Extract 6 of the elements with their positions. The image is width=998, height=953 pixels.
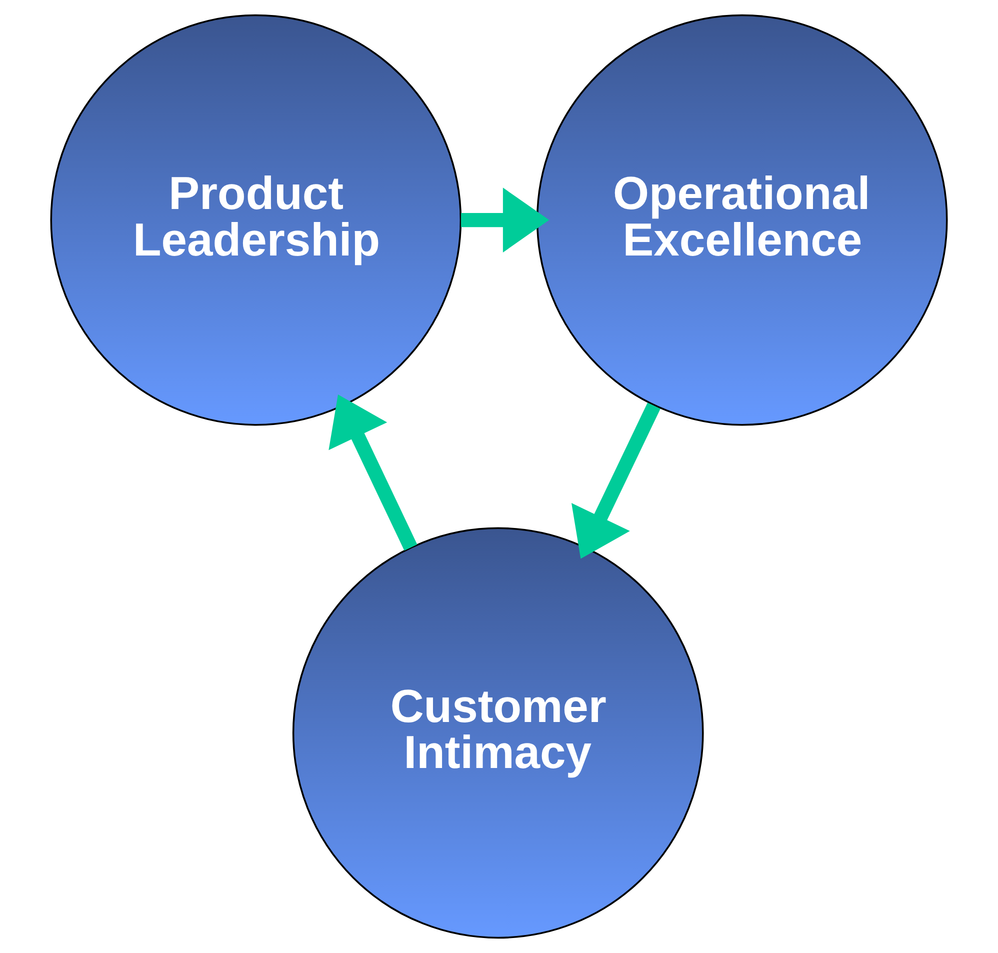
arrow (328, 394, 418, 551)
node-circle: Operational Excellence (536, 14, 948, 426)
node-circle: Product Leadership (50, 14, 462, 426)
arrow (571, 402, 660, 559)
arrow (461, 188, 550, 252)
node-circle: Customer Intimacy (292, 527, 704, 939)
